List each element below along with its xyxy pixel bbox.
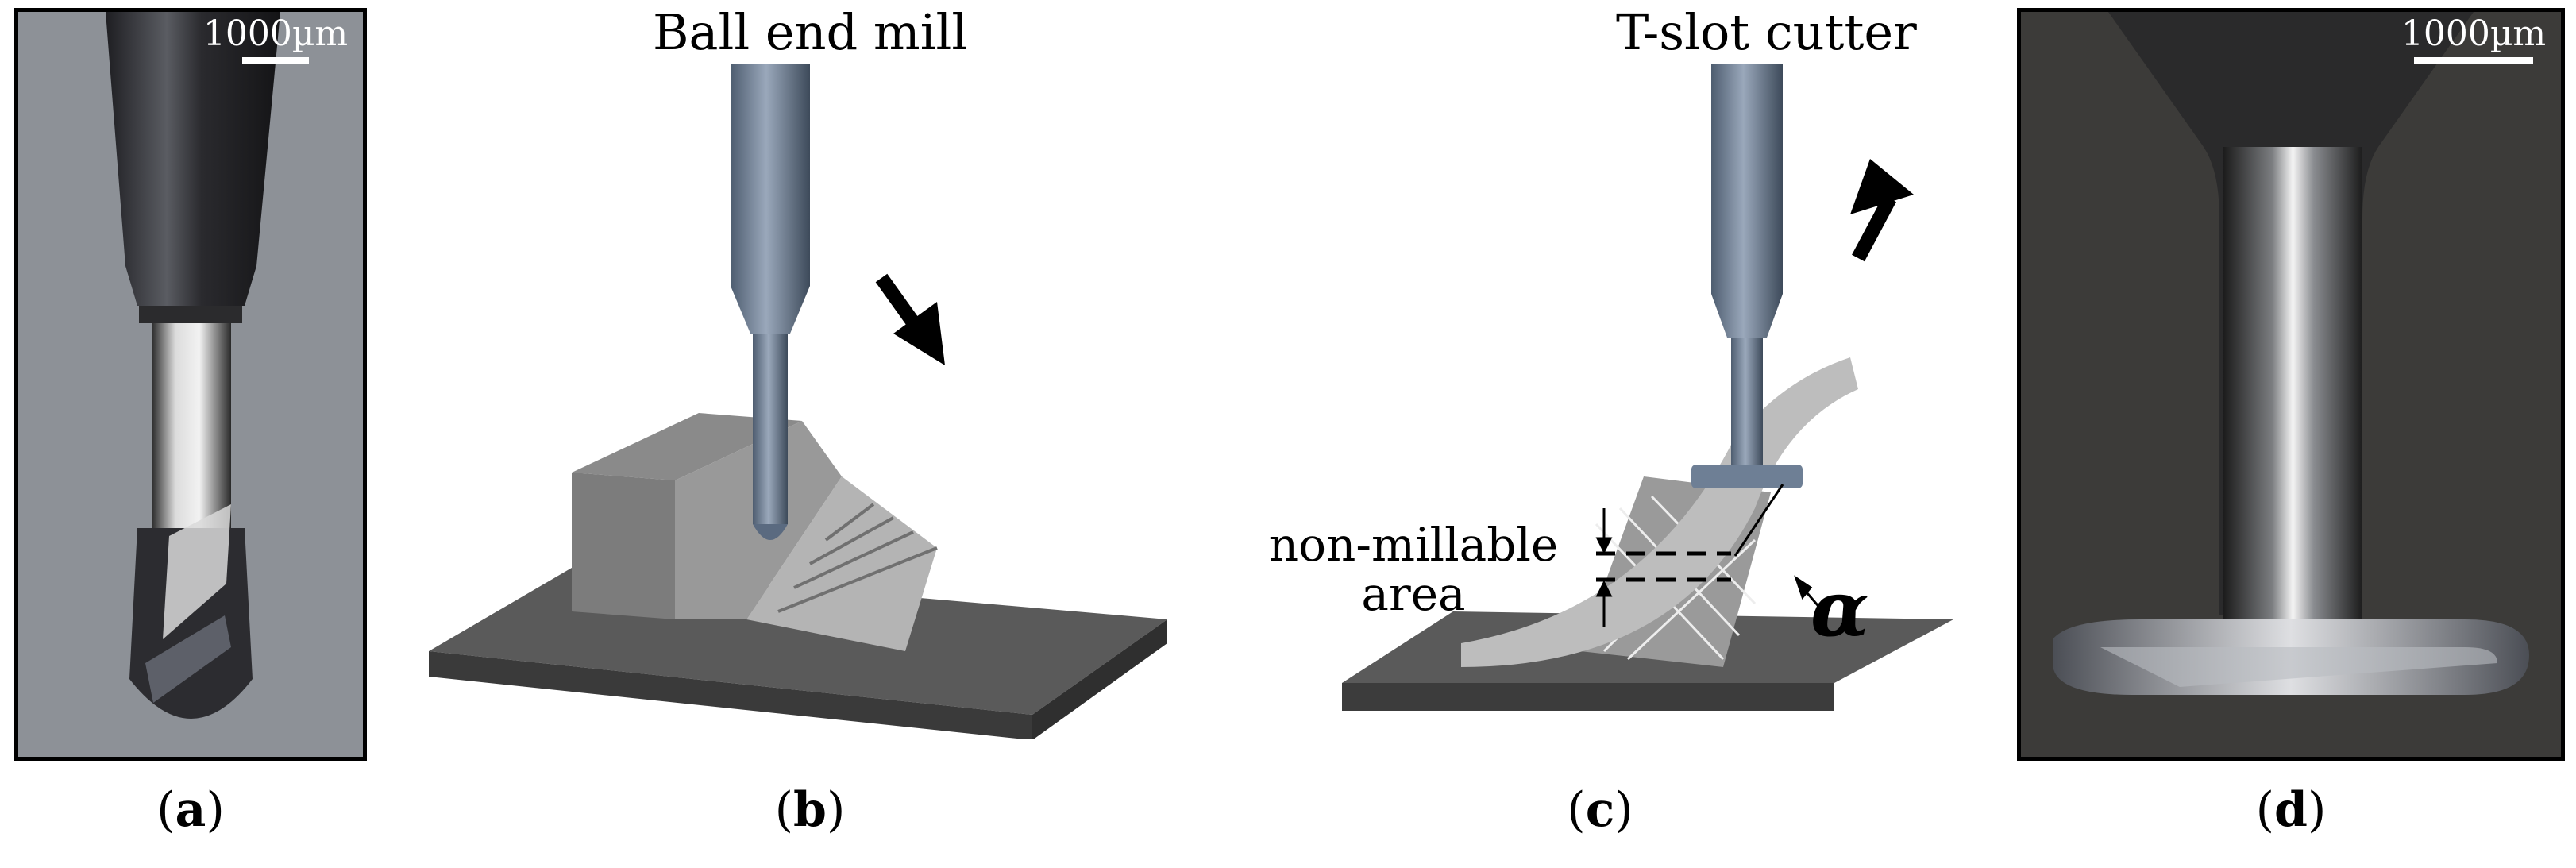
caption-a: (a) <box>95 782 286 838</box>
t-slot-cutter-disc <box>1691 465 1803 488</box>
caption-b-close: ) <box>826 782 846 838</box>
illustration-t-slot-cutter <box>1342 64 1961 739</box>
caption-c: (c) <box>1505 782 1695 838</box>
caption-c-letter: c <box>1585 782 1615 838</box>
photo-ball-end-mill: 1000µm <box>14 8 367 761</box>
t-slot-cutter-shank <box>1711 64 1783 294</box>
non-millable-area-lines <box>1596 551 1731 582</box>
scale-label-d: 1000µm <box>2401 14 2547 54</box>
annotation-line-1: non-millable <box>1268 518 1559 572</box>
caption-b-open: ( <box>774 782 794 838</box>
caption-c-close: ) <box>1614 782 1633 838</box>
caption-c-open: ( <box>1567 782 1586 838</box>
ball-end-mill-diagram <box>429 64 1167 739</box>
caption-b: (b) <box>715 782 905 838</box>
caption-d-open: ( <box>2255 782 2275 838</box>
caption-a-open: ( <box>156 782 175 838</box>
caption-d-close: ) <box>2307 782 2327 838</box>
caption-a-close: ) <box>206 782 225 838</box>
scale-bar-d: 1000µm <box>2394 14 2553 64</box>
caption-a-letter: a <box>175 782 206 838</box>
title-t-slot-cutter: T-slot cutter <box>1616 3 1917 61</box>
t-slot-cutter-diagram <box>1342 64 1953 711</box>
scale-bar-line-d <box>2414 57 2533 64</box>
annotation-line-2: area <box>1361 567 1466 621</box>
illustration-ball-end-mill <box>429 64 1191 739</box>
angle-alpha-label: α <box>1811 564 1869 654</box>
ball-end-mill-photo-image <box>18 12 363 757</box>
annotation-non-millable-area: non-millable area <box>1227 520 1600 619</box>
ball-end-mill-shank <box>731 64 810 286</box>
scale-bar-a: 1000µm <box>196 14 355 64</box>
caption-d: (d) <box>2196 782 2386 838</box>
t-slot-cutter-photo-image <box>2021 12 2561 757</box>
scale-bar-line-a <box>242 57 309 64</box>
scale-label-a: 1000µm <box>202 14 349 54</box>
non-millable-area-arrows <box>1595 484 1828 627</box>
caption-b-letter: b <box>793 782 827 838</box>
motion-arrow-up <box>1850 159 1914 262</box>
title-ball-end-mill: Ball end mill <box>653 3 968 61</box>
photo-t-slot-cutter: 1000µm <box>2017 8 2565 761</box>
motion-arrow-down <box>875 273 945 365</box>
caption-d-letter: d <box>2274 782 2308 838</box>
